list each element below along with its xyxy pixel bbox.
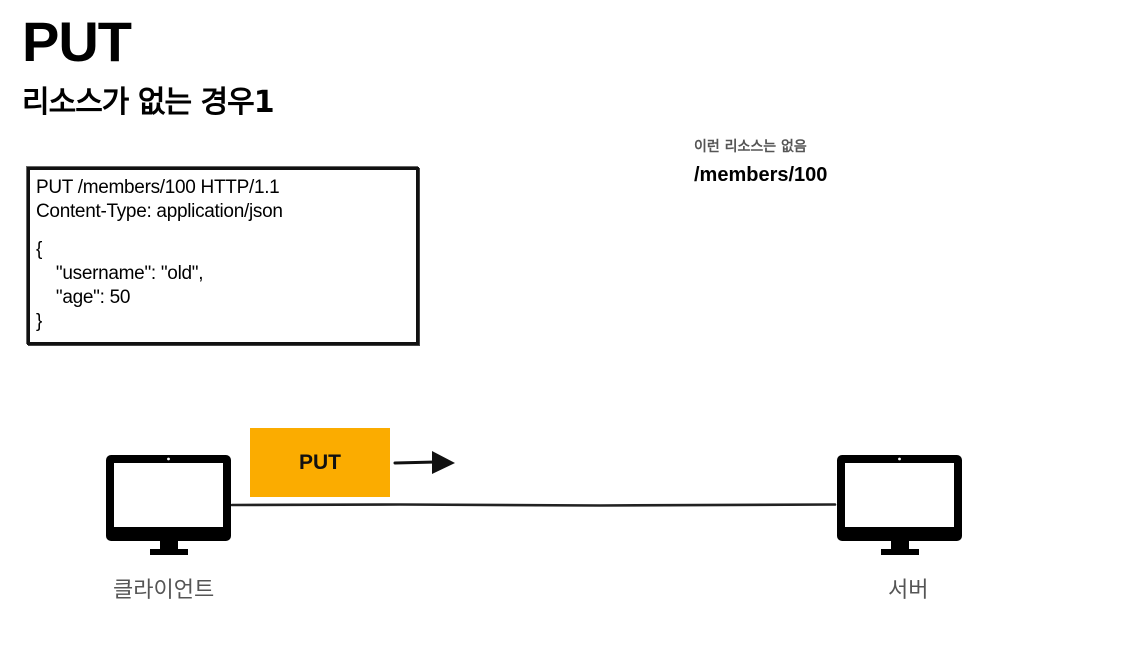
request-body-line: "age": 50: [36, 287, 131, 309]
server-label: 서버: [888, 578, 929, 603]
request-header-line: Content-Type: application/json: [36, 201, 283, 223]
http-method-badge: PUT: [250, 428, 390, 497]
http-request-box: PUT /members/100 HTTP/1.1 Content-Type: …: [27, 167, 419, 345]
request-body-line: {: [36, 238, 43, 260]
connection-line: [230, 503, 837, 507]
slide-title: PUT: [22, 10, 132, 73]
server-monitor-icon: [837, 455, 962, 555]
slide-subtitle: 리소스가 없는 경우1: [22, 85, 275, 120]
client-monitor-icon: [106, 455, 231, 555]
request-arrow-icon: [393, 451, 455, 474]
server-resource-note: 이런 리소스는 없음: [694, 139, 807, 155]
request-line: PUT /members/100 HTTP/1.1: [36, 177, 280, 198]
client-label: 클라이언트: [113, 578, 215, 603]
request-body-line: }: [36, 311, 43, 333]
request-body-line: "username": "old",: [36, 262, 204, 284]
server-resource-path: /members/100: [694, 164, 828, 186]
